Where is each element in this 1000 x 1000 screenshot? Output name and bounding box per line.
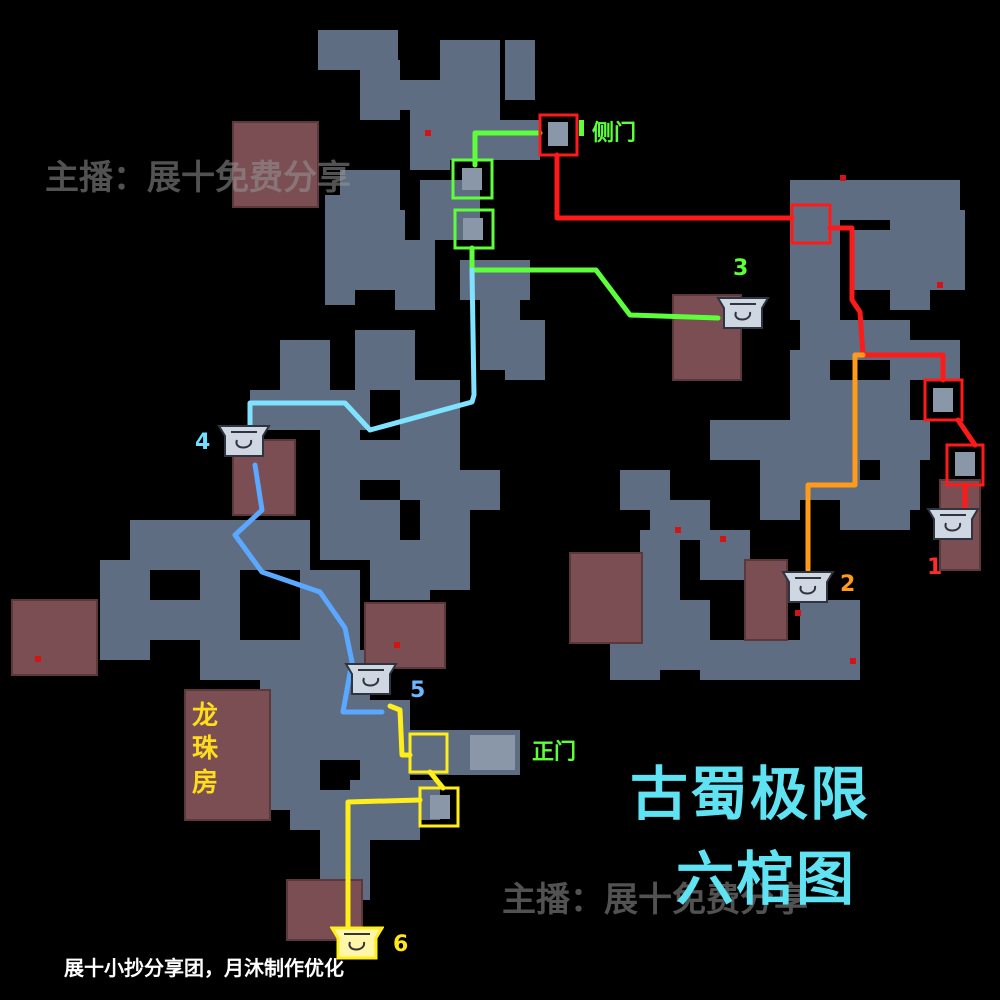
coffin-2-label: 2 xyxy=(840,572,856,597)
dragon-room-label: 龙珠房 xyxy=(192,701,219,798)
coffin-4-icon[interactable] xyxy=(217,420,271,462)
coffin-3-icon[interactable] xyxy=(716,292,770,334)
coffin-1-icon[interactable] xyxy=(926,503,980,545)
routes xyxy=(232,130,978,943)
map-title-line2: 六棺图 xyxy=(676,845,857,913)
room-mid-right xyxy=(569,552,643,644)
room-far-left xyxy=(11,599,98,676)
coffin-3-label: 3 xyxy=(733,256,749,281)
coffin-6-icon[interactable] xyxy=(330,922,384,964)
coffin-5-label: 5 xyxy=(410,678,426,703)
room-top-left xyxy=(232,121,319,208)
room-coffin-5 xyxy=(364,602,446,669)
side-door-label: 侧门 xyxy=(592,121,637,146)
coffin-6-label: 6 xyxy=(393,932,409,957)
side-door-marker-icon xyxy=(579,120,584,136)
stair-icons xyxy=(430,122,975,819)
coffin-5-icon[interactable] xyxy=(344,658,398,700)
coffin-2-icon[interactable] xyxy=(781,566,835,608)
main-door-label: 正门 xyxy=(532,740,577,765)
room-coffin-2 xyxy=(744,559,788,641)
coffin-1-label: 1 xyxy=(927,555,943,580)
credit-text: 展十小抄分享团，月沐制作优化 xyxy=(64,956,344,980)
rooms xyxy=(11,121,981,941)
red-connector xyxy=(554,152,795,221)
door-marker-icons xyxy=(408,113,985,828)
map-title-line1: 古蜀极限 xyxy=(630,760,871,828)
room-dragon xyxy=(184,689,271,821)
coffin-4-label: 4 xyxy=(195,430,211,455)
watermark-bottom: 主播：展十免费分享 xyxy=(502,880,808,920)
watermark-top: 主播：展十免费分享 xyxy=(45,158,351,198)
